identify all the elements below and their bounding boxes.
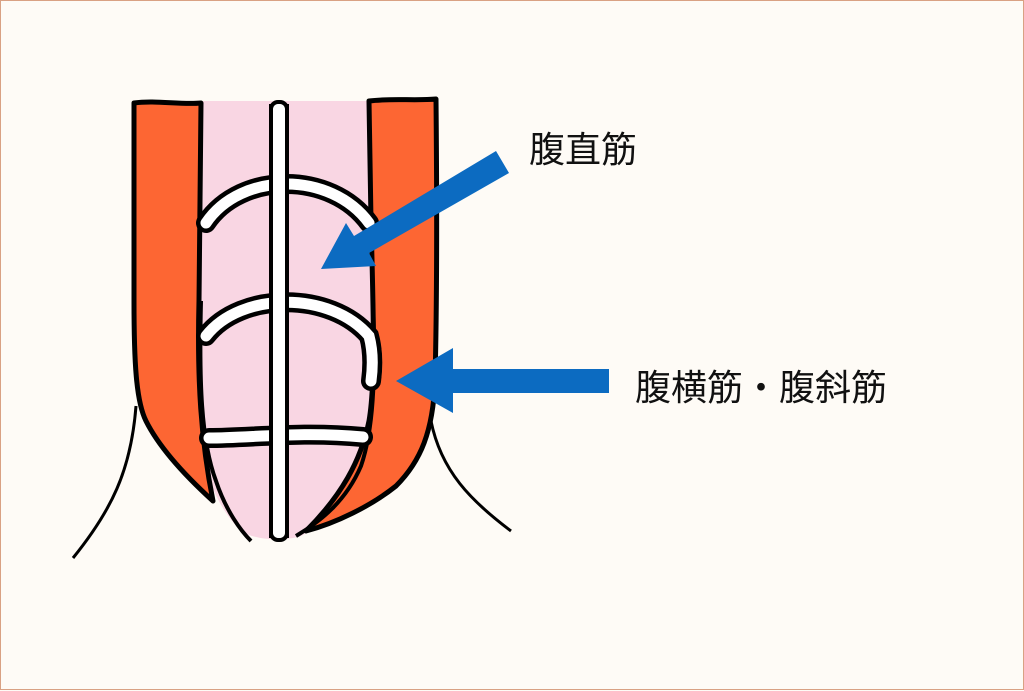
arrow-rectus-icon xyxy=(321,151,509,269)
body-contour-right xyxy=(429,420,512,533)
rectus-outline-left xyxy=(198,300,253,543)
body-contour-left xyxy=(71,405,138,559)
oblique-left xyxy=(131,99,216,504)
label-rectus-abdominis: 腹直筋 xyxy=(529,130,638,171)
label-transverse-oblique: 腹横筋・腹斜筋 xyxy=(635,368,888,409)
arrow-oblique-icon xyxy=(396,348,609,413)
